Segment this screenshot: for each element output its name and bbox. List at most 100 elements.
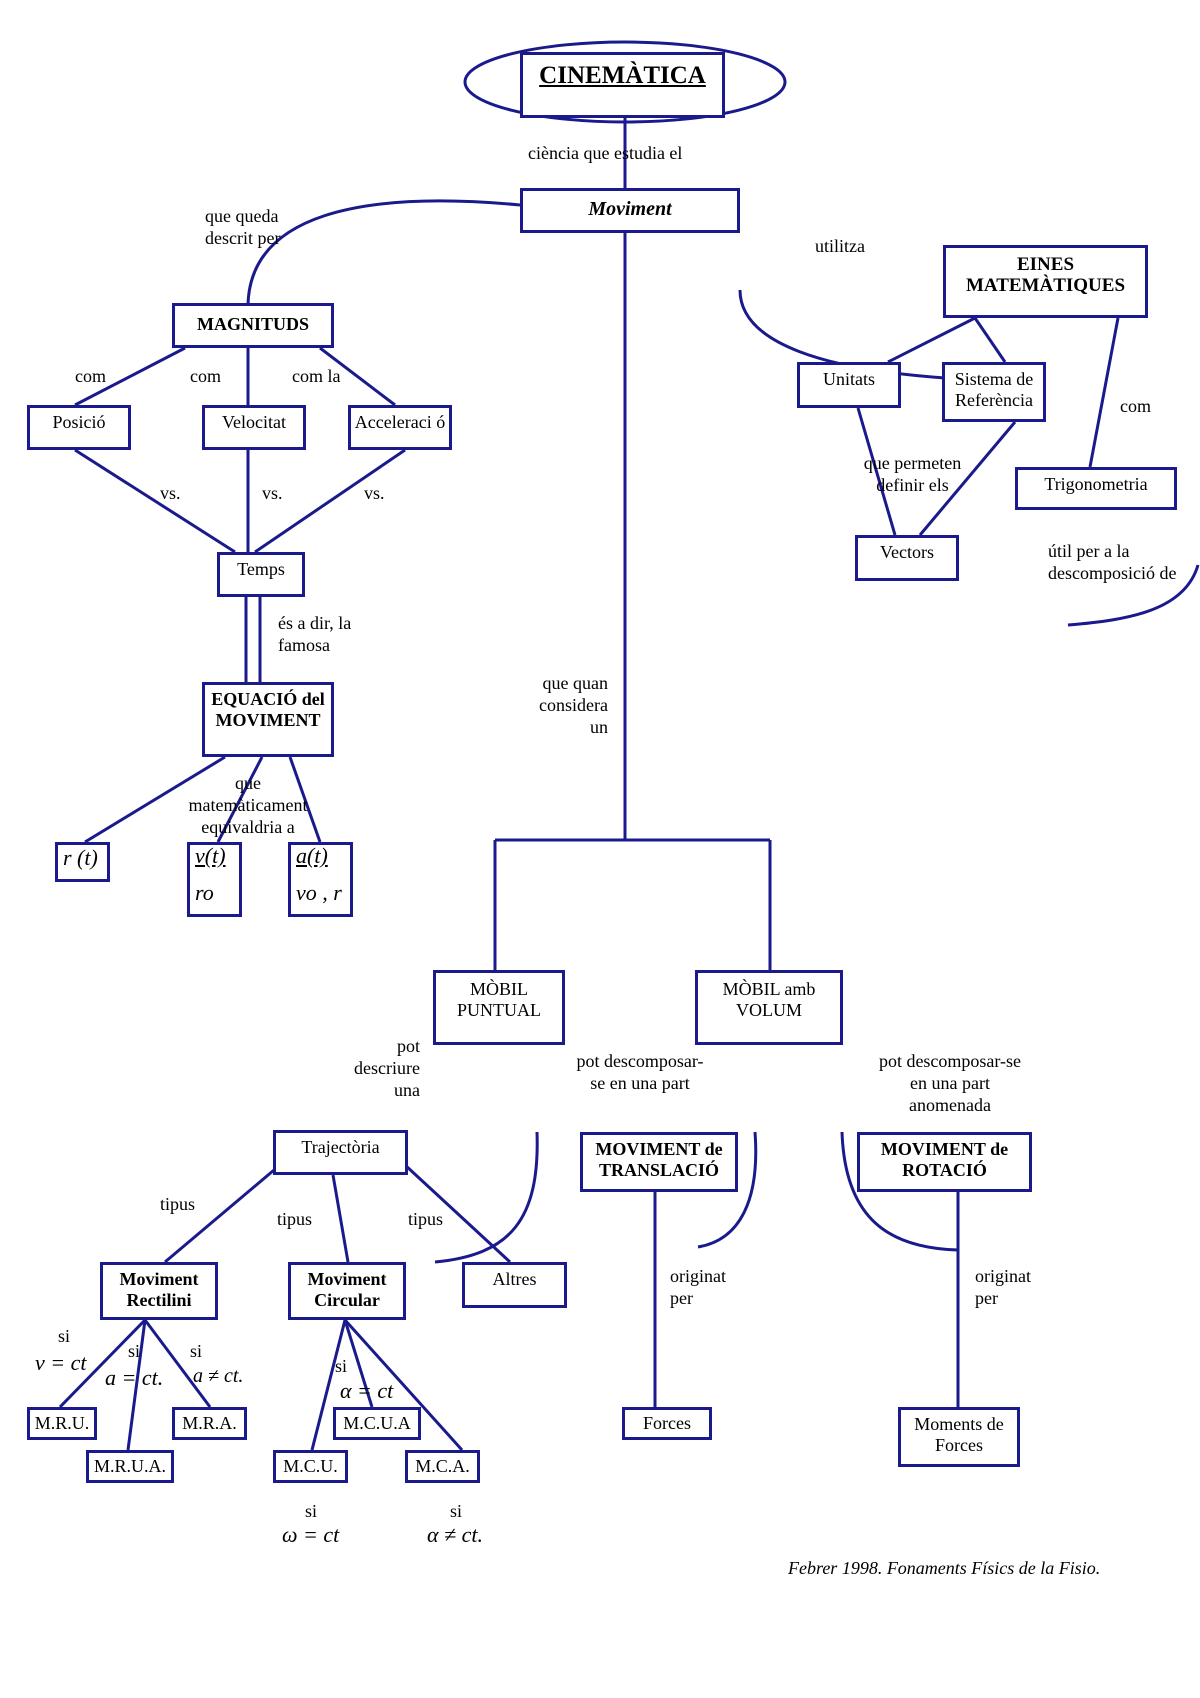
node-forces: Forces <box>622 1407 712 1440</box>
math-r-t: r (t) <box>63 845 98 870</box>
label-com-1: com <box>75 366 106 386</box>
math-v-ct: v = ct <box>35 1350 87 1375</box>
label-vs-3: vs. <box>364 483 385 503</box>
line-eq-v <box>216 756 264 843</box>
line-eines-trig <box>1088 317 1120 468</box>
node-mru: M.R.U. <box>27 1407 97 1440</box>
math-a-ct: a = ct. <box>105 1365 164 1390</box>
node-mobil-puntual: MÒBIL PUNTUAL <box>433 970 565 1045</box>
node-altres: Altres <box>462 1262 567 1308</box>
node-velocitat: Velocitat <box>202 405 306 450</box>
footer-credit: Febrer 1998. Fonaments Físics de la Fisi… <box>788 1558 1101 1578</box>
label-pot-descomposar: pot descomposar-se en una part <box>576 1051 704 1093</box>
line-circ-mcu <box>310 1319 347 1451</box>
node-moviment-rotacio: MOVIMENT de ROTACIÓ <box>857 1132 1032 1192</box>
label-si-1: si <box>58 1326 71 1346</box>
node-eines-matematiques: EINES MATEMÀTIQUES <box>943 245 1148 318</box>
line-trig-arc <box>1067 564 1200 627</box>
label-tipus-2: tipus <box>277 1209 313 1229</box>
line-traj-rectilini <box>164 1163 281 1264</box>
node-sistema-referencia: Sistema de Referència <box>942 362 1046 422</box>
line-magn-posicio <box>74 346 186 407</box>
line-magn-acceleracio <box>319 346 396 407</box>
line-circ-mcua <box>343 1319 374 1408</box>
line-rotacio-arc <box>840 1131 959 1252</box>
node-unitats: Unitats <box>797 362 901 408</box>
line-unitats-vectors <box>856 407 897 536</box>
line-eq-a <box>288 756 322 843</box>
label-si-5: si <box>305 1501 318 1521</box>
line-rect-mrua <box>126 1319 147 1451</box>
label-si-6: si <box>450 1501 463 1521</box>
label-que-queda: que queda descrit per <box>205 206 281 248</box>
label-que-permeten: que permeten definir els <box>863 453 962 495</box>
label-si-2: si <box>128 1341 141 1361</box>
node-equacio: EQUACIÓ del MOVIMENT <box>202 682 334 757</box>
node-trigonometria: Trigonometria <box>1015 467 1177 510</box>
line-rect-mru <box>58 1318 147 1409</box>
label-originat-1: originat per <box>670 1266 726 1308</box>
node-moviment-translacio: MOVIMENT de TRANSLACIÓ <box>580 1132 738 1192</box>
label-es-a-dir: és a dir, la famosa <box>278 613 352 655</box>
label-com-trig: com <box>1120 396 1151 416</box>
label-originat-2: originat per <box>975 1266 1031 1308</box>
line-eines-sistema <box>973 317 1007 363</box>
line-accel-temps <box>254 448 406 554</box>
node-mcu: M.C.U. <box>273 1450 348 1483</box>
math-a-t: a(t) <box>296 843 328 868</box>
line-eq-r <box>84 755 226 844</box>
node-posicio: Posició <box>27 405 131 450</box>
node-mcua: M.C.U.A <box>333 1407 421 1440</box>
math-r-o: ro <box>195 880 214 905</box>
label-que-matematicament: que matemàticament equivaldria a <box>188 773 308 837</box>
line-rect-mra <box>143 1319 212 1408</box>
node-moviment-circular: Moviment Circular <box>288 1262 406 1320</box>
math-alpha-nct: α ≠ ct. <box>427 1522 483 1547</box>
line-puntual-arc <box>434 1131 539 1264</box>
line-posicio-temps <box>74 448 236 554</box>
title-label: CINEMÀTICA <box>539 62 706 89</box>
node-magnituds: MAGNITUDS <box>172 303 334 348</box>
node-r-t <box>55 842 110 882</box>
label-util-per: útil per a la descomposició de <box>1048 541 1177 583</box>
node-moments-forces: Moments de Forces <box>898 1407 1020 1467</box>
label-pot-descriure: pot descriure una <box>354 1036 420 1100</box>
line-eines-unitats <box>887 316 976 364</box>
node-mca: M.C.A. <box>405 1450 480 1483</box>
line-moviment-magnituds <box>246 199 521 306</box>
node-temps: Temps <box>217 552 305 597</box>
line-traj-circular <box>331 1174 350 1263</box>
label-com-la: com la <box>292 366 341 386</box>
node-moviment-rectilini: Moviment Rectilini <box>100 1262 218 1320</box>
label-ciencia: ciència que estudia el <box>528 143 683 163</box>
node-moviment: Moviment <box>520 188 740 233</box>
node-trajectoria: Trajectòria <box>273 1130 408 1175</box>
label-vs-1: vs. <box>160 483 181 503</box>
line-sistema-vectors <box>918 421 1017 536</box>
line-translacio-arc <box>697 1131 758 1249</box>
label-utilitza: utilitza <box>815 236 865 256</box>
node-a-t <box>288 842 353 917</box>
node-mobil-volum: MÒBIL amb VOLUM <box>695 970 843 1045</box>
node-v-t <box>187 842 242 917</box>
line-circ-mca <box>343 1318 464 1452</box>
label-si-4: si <box>335 1356 348 1376</box>
math-omega-ct: ω = ct <box>282 1522 340 1547</box>
label-que-quan: que quan considera un <box>539 673 608 737</box>
label-tipus-3: tipus <box>408 1209 444 1229</box>
label-pot-descomposar-anomenada: pot descomposar-se en una part anomenada <box>878 1051 1022 1115</box>
label-com-2: com <box>190 366 221 386</box>
label-vs-2: vs. <box>262 483 283 503</box>
math-a-nct: a ≠ ct. <box>193 1365 244 1387</box>
math-vo-ro: vo , r <box>296 880 342 905</box>
line-eines-arc <box>738 289 946 380</box>
title-box <box>520 52 725 118</box>
label-tipus-1: tipus <box>160 1194 196 1214</box>
node-mra: M.R.A. <box>172 1407 247 1440</box>
math-v-t: v(t) <box>195 843 226 868</box>
node-mrua: M.R.U.A. <box>86 1450 174 1483</box>
math-alpha-ct: α = ct <box>340 1378 394 1403</box>
node-vectors: Vectors <box>855 535 959 581</box>
node-acceleracio: Acceleraci ó <box>348 405 452 450</box>
